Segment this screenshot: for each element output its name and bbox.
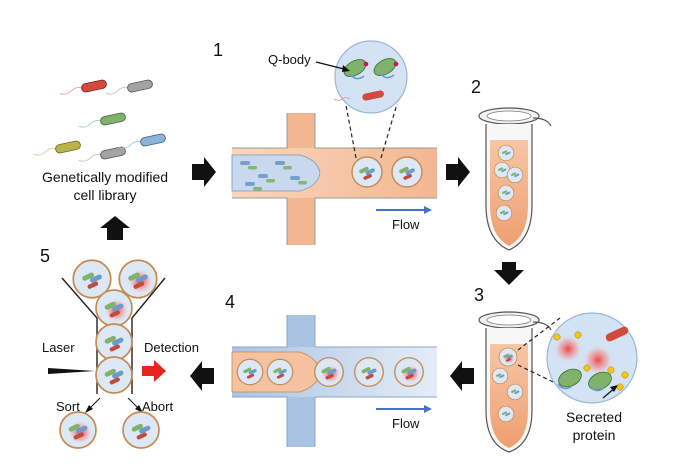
- step-number-5: 5: [40, 246, 50, 266]
- library-label-line1: Genetically modified: [42, 169, 168, 185]
- step-number-2: 2: [471, 77, 481, 97]
- laser-label: Laser: [42, 340, 75, 355]
- droplet: [351, 156, 383, 188]
- flow-label-bottom: Flow: [392, 416, 420, 431]
- secretion-zoom: [517, 312, 638, 404]
- process-arrow-icon: [446, 157, 470, 187]
- qbody-label: Q-body: [268, 52, 311, 67]
- laser-beam-icon: [48, 368, 95, 374]
- tube-icon: [478, 107, 552, 251]
- abort-label: Abort: [142, 399, 173, 414]
- process-arrow-icon: [100, 216, 130, 240]
- droplet: [391, 156, 423, 188]
- sorted-droplet: [59, 411, 97, 449]
- process-arrow-icon: [494, 262, 524, 285]
- secreted-label-line2: protein: [573, 427, 616, 443]
- step-number-4: 4: [225, 292, 235, 312]
- cell-library-illustration: [33, 78, 167, 162]
- process-arrow-icon: [192, 157, 216, 187]
- qbody-zoom: [333, 40, 408, 159]
- secreted-label-line1: Secreted: [566, 409, 622, 425]
- step-number-1: 1: [213, 40, 223, 60]
- droplet-generator-chip: [231, 113, 437, 245]
- process-arrow-icon: [190, 361, 214, 391]
- process-arrow-icon: [450, 361, 474, 391]
- reinjection-chip: [231, 315, 437, 447]
- aborted-droplet: [122, 411, 160, 449]
- sort-label: Sort: [56, 399, 80, 414]
- step-number-3: 3: [474, 285, 484, 305]
- detection-label: Detection: [144, 340, 199, 355]
- tube-icon: [478, 311, 552, 453]
- sorter-funnel: [61, 259, 166, 394]
- library-label-line2: cell library: [73, 187, 136, 203]
- detection-arrow-icon: [142, 360, 166, 382]
- flow-label-top: Flow: [392, 217, 420, 232]
